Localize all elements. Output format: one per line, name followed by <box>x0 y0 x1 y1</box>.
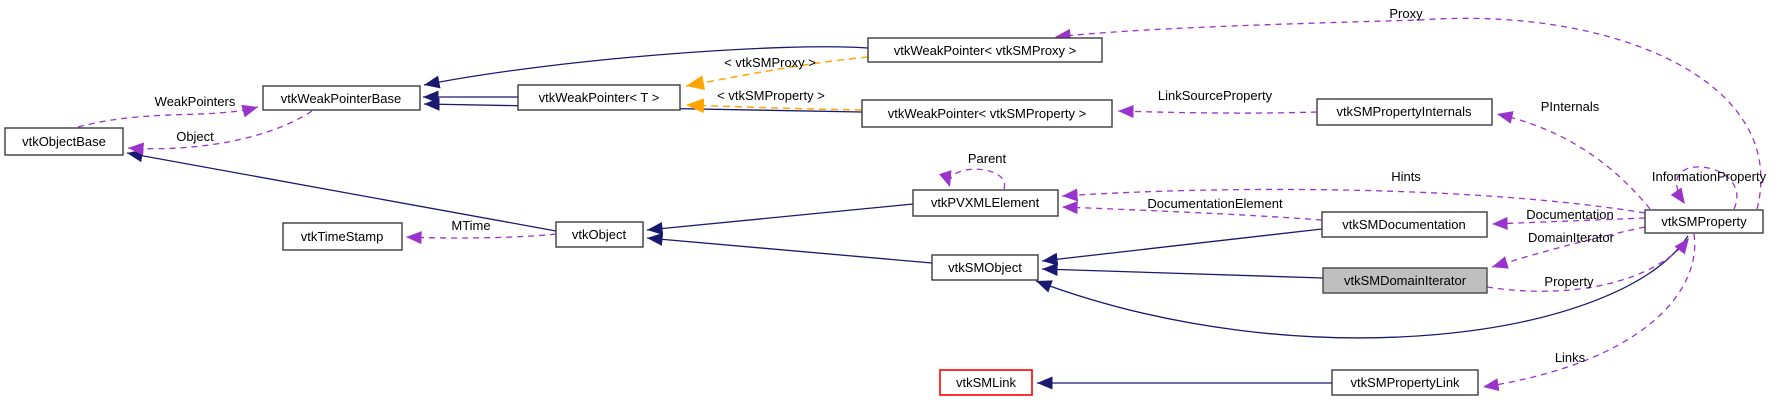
node-box <box>555 221 644 248</box>
node-box <box>861 99 1113 128</box>
node-label: vtkObject <box>572 227 627 242</box>
node-label: vtkWeakPointerBase <box>281 91 401 106</box>
node-vtkobjectbase[interactable]: vtkObjectBase <box>4 127 124 156</box>
node-box <box>282 222 403 251</box>
node-vtktimestamp[interactable]: vtkTimeStamp <box>282 222 403 251</box>
node-vtkweakpointer-t[interactable]: vtkWeakPointer< T > <box>517 84 681 111</box>
edge-label-proxy: Proxy <box>1389 6 1423 21</box>
node-vtksmproperty[interactable]: vtkSMProperty <box>1644 209 1764 234</box>
edge-template-property <box>685 98 863 114</box>
edge-labels: WeakPointers Object < vtkSMProxy > < vtk… <box>155 6 1767 365</box>
edge-vtkobject-to-vtkobjectbase <box>126 149 557 232</box>
edge-hints <box>1061 188 1646 214</box>
node-box <box>1322 267 1488 294</box>
edge-vtkweakpointerproxy-to-vtkweakpointerbase <box>423 46 869 89</box>
node-vtksmdomainiterator-focus[interactable]: vtkSMDomainIterator <box>1322 267 1488 294</box>
node-label: vtkObjectBase <box>22 134 106 149</box>
class-nodes: vtkObjectBase vtkWeakPointerBase vtkWeak… <box>4 37 1764 396</box>
node-label: vtkSMLink <box>956 375 1016 390</box>
edge-vtksmproperty-to-vtksmobject <box>1035 235 1689 339</box>
node-label: vtkPVXMLElement <box>931 195 1040 210</box>
node-box <box>931 254 1039 281</box>
edge-documentation <box>1491 216 1646 230</box>
edge-label-object: Object <box>176 129 214 144</box>
edge-label-informationproperty: InformationProperty <box>1652 169 1767 184</box>
node-vtkweakpointer-vtksmproxy[interactable]: vtkWeakPointer< vtkSMProxy > <box>867 37 1103 63</box>
node-label: vtkWeakPointer< vtkSMProxy > <box>894 43 1077 58</box>
edge-label-links: Links <box>1555 350 1586 365</box>
edge-pinternals <box>1496 111 1651 210</box>
node-box <box>867 37 1103 63</box>
node-label: vtkSMObject <box>948 260 1022 275</box>
node-box <box>1316 98 1493 126</box>
edge-weakpointers <box>77 104 259 128</box>
edge-label-weakpointers: WeakPointers <box>155 94 236 109</box>
inheritance-edges <box>126 46 1689 390</box>
edge-vtkpvxmlelement-to-vtkobject <box>646 203 914 235</box>
node-vtkweakpointer-vtksmproperty[interactable]: vtkWeakPointer< vtkSMProperty > <box>861 99 1113 128</box>
node-vtksmpropertylink[interactable]: vtkSMPropertyLink <box>1331 369 1479 396</box>
node-box <box>1321 211 1488 238</box>
node-box <box>517 84 681 111</box>
edge-vtksmdomainiterator-to-vtksmobject <box>1041 263 1324 279</box>
edge-parent-self-loop <box>939 168 1006 190</box>
node-label: vtkSMPropertyLink <box>1350 375 1460 390</box>
node-vtksmpropertyinternals[interactable]: vtkSMPropertyInternals <box>1316 98 1493 126</box>
edge-label-domainiterator: DomainIterator <box>1528 230 1615 245</box>
edge-label-template-property: < vtkSMProperty > <box>717 88 825 103</box>
edge-links <box>1482 233 1696 392</box>
edge-linksourceproperty <box>1117 104 1318 118</box>
node-label: vtkWeakPointer< T > <box>539 90 660 105</box>
node-vtksmdocumentation[interactable]: vtkSMDocumentation <box>1321 211 1488 238</box>
node-vtksmlink[interactable]: vtkSMLink <box>939 369 1033 396</box>
template-edges <box>685 56 869 114</box>
node-label: vtkSMDocumentation <box>1342 217 1466 232</box>
usage-edges <box>77 17 1762 392</box>
edge-label-pinternals: PInternals <box>1541 99 1600 114</box>
edge-label-hints: Hints <box>1391 169 1421 184</box>
node-label: vtkSMPropertyInternals <box>1336 104 1472 119</box>
node-vtkobject[interactable]: vtkObject <box>555 221 644 248</box>
edge-label-parent: Parent <box>968 151 1007 166</box>
node-label: vtkSMProperty <box>1661 214 1747 229</box>
node-box <box>1331 369 1479 396</box>
edge-label-documentation: Documentation <box>1526 207 1613 222</box>
edge-template-proxy <box>685 56 869 91</box>
node-box <box>4 127 124 156</box>
edge-label-property: Property <box>1544 274 1594 289</box>
node-label: vtkSMDomainIterator <box>1344 273 1467 288</box>
node-vtksmobject[interactable]: vtkSMObject <box>931 254 1039 281</box>
edge-label-template-proxy: < vtkSMProxy > <box>724 55 816 70</box>
node-box <box>262 85 421 111</box>
edge-object <box>127 110 313 156</box>
edge-vtksmobject-to-vtkobject <box>646 232 933 264</box>
edge-label-linksourceproperty: LinkSourceProperty <box>1158 88 1273 103</box>
node-vtkpvxmlelement[interactable]: vtkPVXMLElement <box>912 189 1059 217</box>
edge-label-documentationelement: DocumentationElement <box>1147 196 1283 211</box>
edge-mtime <box>405 231 557 245</box>
node-box <box>912 189 1059 217</box>
node-box <box>1644 209 1764 234</box>
node-vtkweakpointerbase[interactable]: vtkWeakPointerBase <box>262 85 421 111</box>
edge-proxy <box>1054 17 1762 210</box>
node-label: vtkWeakPointer< vtkSMProperty > <box>888 106 1086 121</box>
edge-label-mtime: MTime <box>451 218 490 233</box>
edge-domainiterator <box>1491 226 1646 269</box>
edge-vtksmdocumentation-to-vtksmobject <box>1041 228 1323 266</box>
edge-informationproperty-self-loop <box>1670 166 1738 210</box>
node-box <box>939 369 1033 396</box>
node-label: vtkTimeStamp <box>301 229 384 244</box>
